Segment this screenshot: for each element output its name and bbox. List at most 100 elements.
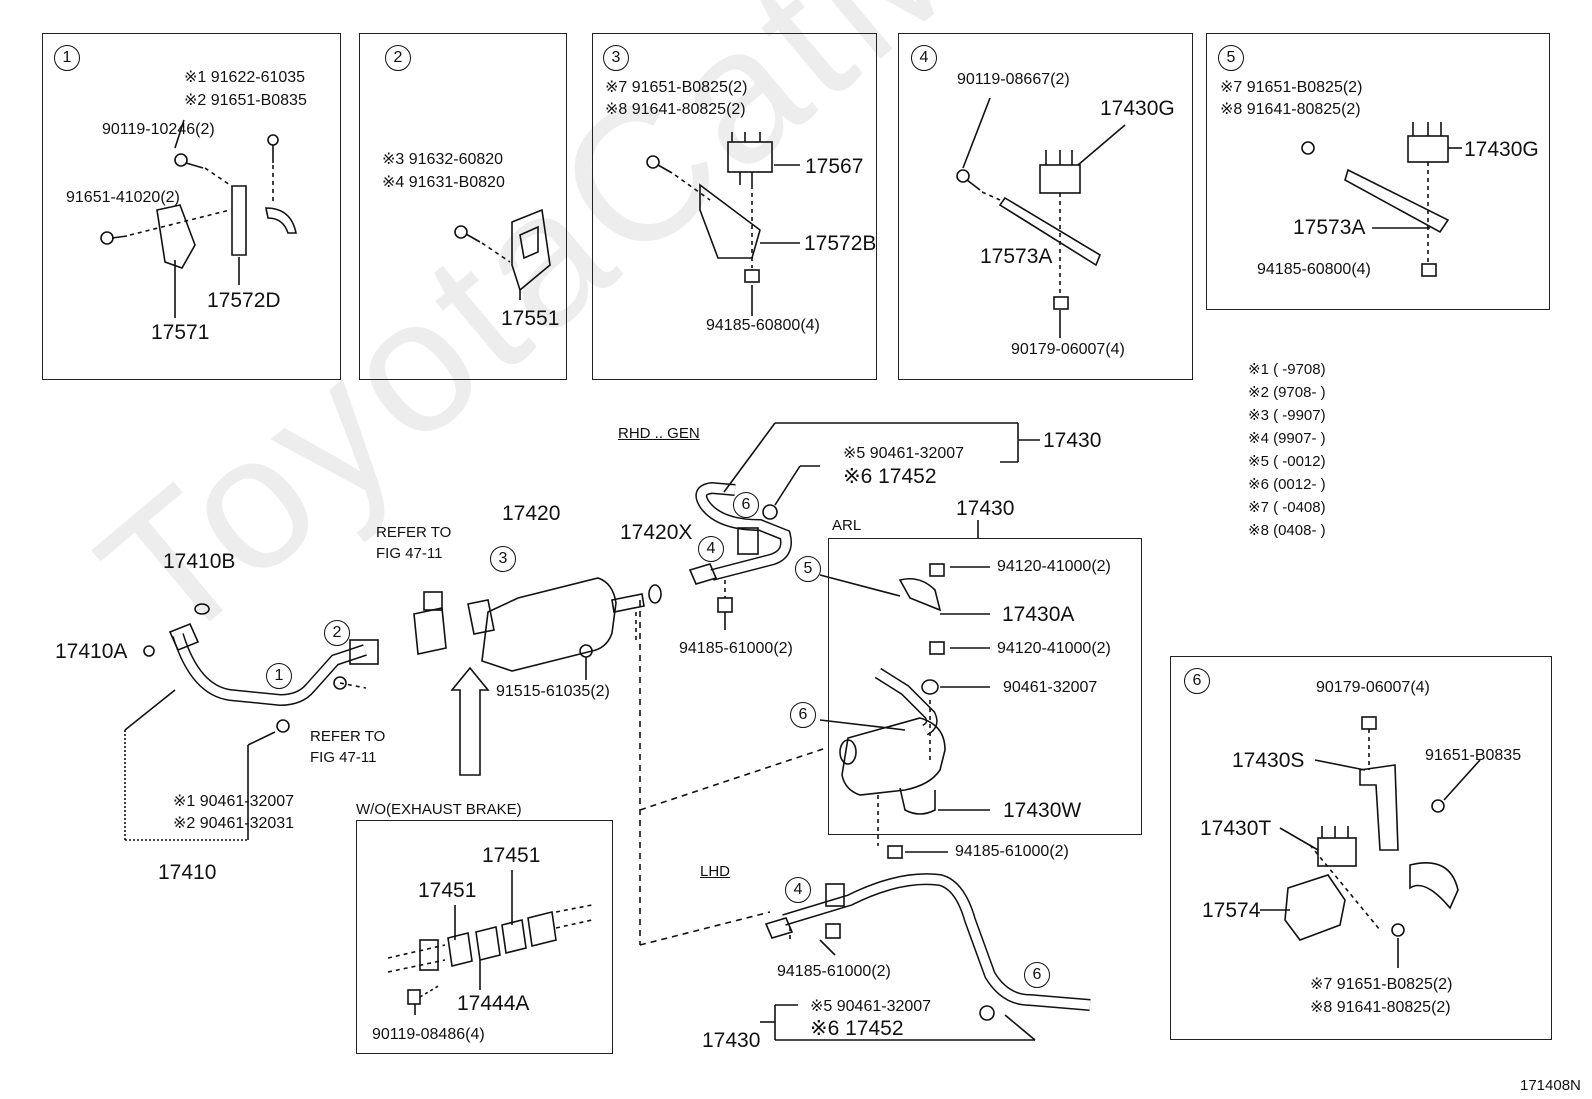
lhd-label: LHD bbox=[700, 863, 731, 880]
callout-5-arl: 5 bbox=[795, 556, 821, 582]
inset2-note-4: ※4 91631-B0820 bbox=[382, 174, 505, 191]
inset2-note-3: ※3 91632-60820 bbox=[382, 151, 504, 168]
callout-4-rhd: 4 bbox=[698, 536, 724, 562]
part-94120-upper: 94120-41000(2) bbox=[997, 558, 1111, 575]
inset4-number: 4 bbox=[911, 45, 937, 71]
legend-item: ※1 ( -9708) bbox=[1248, 361, 1326, 378]
inset1-note-2: ※2 91651-B0835 bbox=[184, 92, 307, 109]
wo-exhaust-brake-title: W/O(EXHAUST BRAKE) bbox=[356, 801, 522, 818]
wo-exhaust-brake-box bbox=[356, 820, 613, 1054]
legend-item: ※3 ( -9907) bbox=[1248, 407, 1326, 424]
part-17410a: 17410A bbox=[55, 640, 128, 663]
legend-item: ※6 (0012- ) bbox=[1248, 476, 1326, 493]
inset4-parts bbox=[956, 97, 1126, 338]
legend-item: ※8 (0408- ) bbox=[1248, 522, 1326, 539]
inset3-part-17572b: 17572B bbox=[804, 232, 877, 255]
inset6-part-17430s: 17430S bbox=[1232, 749, 1305, 772]
legend-item: ※2 (9708- ) bbox=[1248, 384, 1326, 401]
part-17430a: 17430A bbox=[1002, 603, 1075, 626]
inset2-part-17551: 17551 bbox=[501, 307, 560, 330]
part-17410: 17410 bbox=[158, 861, 217, 884]
part-91515: 91515-61035(2) bbox=[496, 683, 610, 700]
inset-box-4 bbox=[898, 33, 1193, 380]
refer-note-b-line2: FIG 47-11 bbox=[310, 749, 377, 766]
inset5-part-17573a: 17573A bbox=[1293, 216, 1366, 239]
arl-label: ARL bbox=[832, 517, 862, 534]
inset5-parts bbox=[1301, 122, 1462, 277]
front-note-2: ※2 90461-32031 bbox=[173, 815, 295, 832]
inset1-number: 1 bbox=[54, 45, 80, 71]
rhd-note-5: ※5 90461-32007 bbox=[843, 445, 965, 462]
callout-3: 3 bbox=[490, 546, 516, 572]
legend-item: ※7 ( -0408) bbox=[1248, 499, 1326, 516]
callout-4-lhd: 4 bbox=[785, 877, 811, 903]
part-17451-left: 17451 bbox=[418, 879, 477, 902]
inset1-part-17571: 17571 bbox=[151, 321, 210, 344]
inset-box-3 bbox=[592, 33, 877, 380]
part-17444a: 17444A bbox=[457, 992, 530, 1015]
inset1-note-1: ※1 91622-61035 bbox=[184, 69, 306, 86]
inset6-part-17430t: 17430T bbox=[1200, 817, 1272, 840]
figure-id: 171408N bbox=[1520, 1077, 1581, 1094]
callout-2: 2 bbox=[324, 620, 350, 646]
part-17430w: 17430W bbox=[1003, 799, 1082, 822]
inset1-part-17572d: 17572D bbox=[207, 289, 281, 312]
inset6-note-7: ※7 91651-B0825(2) bbox=[1310, 976, 1453, 993]
part-94185-arl: 94185-61000(2) bbox=[955, 843, 1069, 860]
inset5-number: 5 bbox=[1218, 45, 1244, 71]
inset3-note-8: ※8 91641-80825(2) bbox=[605, 101, 746, 118]
inset5-note-7: ※7 91651-B0825(2) bbox=[1220, 79, 1363, 96]
callout-6-arl: 6 bbox=[790, 702, 816, 728]
rhd-note-6: ※6 17452 bbox=[843, 465, 937, 488]
legend-item: ※5 ( -0012) bbox=[1248, 453, 1326, 470]
inset-box-5 bbox=[1206, 33, 1550, 310]
inset2-parts bbox=[454, 208, 551, 300]
inset3-part-17567: 17567 bbox=[805, 155, 864, 178]
part-17451-right: 17451 bbox=[482, 844, 541, 867]
inset3-parts bbox=[646, 132, 800, 316]
inset-box-1 bbox=[42, 33, 341, 380]
arl-box bbox=[828, 538, 1142, 835]
inset6-part-bolt: 91651-B0835 bbox=[1425, 747, 1522, 764]
part-17410b: 17410B bbox=[163, 550, 236, 573]
inset4-part-bolt: 90119-08667(2) bbox=[957, 71, 1070, 88]
inset-box-2 bbox=[359, 33, 567, 380]
inset3-note-7: ※7 91651-B0825(2) bbox=[605, 79, 748, 96]
part-90461-arl: 90461-32007 bbox=[1003, 679, 1098, 696]
inset4-part-nut: 90179-06007(4) bbox=[1011, 341, 1125, 358]
lhd-note-6: ※6 17452 bbox=[810, 1017, 904, 1040]
part-17420x: 17420X bbox=[620, 521, 693, 544]
inset5-part-nut: 94185-60800(4) bbox=[1257, 261, 1371, 278]
inset1-parts bbox=[100, 119, 297, 318]
inset4-part-17430g: 17430G bbox=[1100, 97, 1175, 120]
inset2-number: 2 bbox=[385, 45, 411, 71]
part-17430-arl: 17430 bbox=[956, 497, 1015, 520]
part-17430-rhd: 17430 bbox=[1043, 429, 1102, 452]
lhd-note-5: ※5 90461-32007 bbox=[810, 998, 932, 1015]
part-94120-lower: 94120-41000(2) bbox=[997, 640, 1111, 657]
refer-note-b-line1: REFER TO bbox=[310, 728, 386, 745]
callout-6-rhd: 6 bbox=[733, 492, 759, 518]
legend-item: ※4 (9907- ) bbox=[1248, 430, 1326, 447]
inset6-number: 6 bbox=[1184, 668, 1210, 694]
inset1-part-washer: 91651-41020(2) bbox=[66, 189, 180, 206]
inset-box-6 bbox=[1170, 656, 1552, 1040]
part-94185-lhd: 94185-61000(2) bbox=[777, 963, 891, 980]
inset1-part-bolt: 90119-10246(2) bbox=[102, 121, 215, 138]
inset6-part-17574: 17574 bbox=[1202, 899, 1261, 922]
inset4-part-17573a: 17573A bbox=[980, 245, 1053, 268]
part-94185-rhd: 94185-61000(2) bbox=[679, 640, 793, 657]
inset5-note-8: ※8 91641-80825(2) bbox=[1220, 101, 1361, 118]
part-17420: 17420 bbox=[502, 502, 561, 525]
inset6-note-8: ※8 91641-80825(2) bbox=[1310, 999, 1451, 1016]
rhd-gen-label: RHD .. GEN bbox=[618, 425, 700, 442]
refer-note-a-line1: REFER TO bbox=[376, 524, 452, 541]
inset6-part-nut: 90179-06007(4) bbox=[1316, 679, 1430, 696]
callout-6-lhd: 6 bbox=[1024, 962, 1050, 988]
refer-note-a-line2: FIG 47-11 bbox=[376, 545, 443, 562]
callout-1: 1 bbox=[266, 663, 292, 689]
inset3-part-nut: 94185-60800(4) bbox=[706, 317, 820, 334]
part-90119-bolt: 90119-08486(4) bbox=[372, 1026, 485, 1043]
